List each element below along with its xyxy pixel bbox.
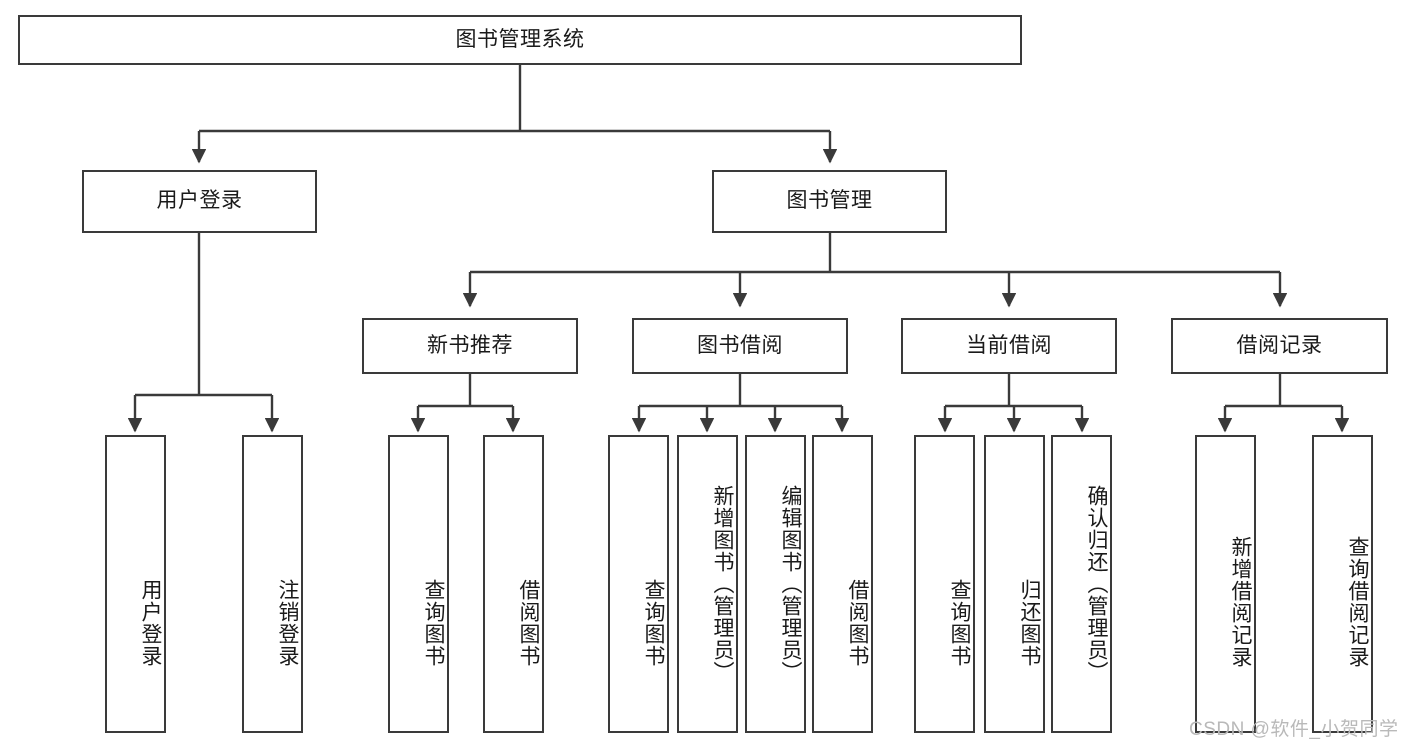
node-leaf-add-record-label: 新增借阅记录 (1229, 536, 1252, 668)
node-leaf-add-book[interactable]: 新增图书（管理员） (677, 435, 738, 733)
node-leaf-confirm-return[interactable]: 确认归还（管理员） (1051, 435, 1112, 733)
node-leaf-query-record[interactable]: 查询借阅记录 (1312, 435, 1373, 733)
node-leaf-edit-book-label: 编辑图书（管理员） (779, 485, 802, 683)
node-leaf-query-book-3-label: 查询图书 (948, 579, 971, 667)
node-leaf-borrow-book-1-label: 借阅图书 (517, 579, 540, 667)
node-leaf-query-record-label: 查询借阅记录 (1346, 536, 1369, 668)
node-new-book-recommend-label: 新书推荐 (427, 333, 513, 357)
node-current-borrow-label: 当前借阅 (966, 333, 1052, 357)
node-leaf-edit-book[interactable]: 编辑图书（管理员） (745, 435, 806, 733)
node-leaf-borrow-book-2-label: 借阅图书 (846, 579, 869, 667)
node-leaf-user-login-label: 用户登录 (139, 579, 162, 667)
node-borrow-record-label: 借阅记录 (1236, 333, 1323, 357)
node-leaf-query-book-2[interactable]: 查询图书 (608, 435, 669, 733)
node-root-label: 图书管理系统 (455, 27, 585, 51)
node-book-borrow[interactable]: 图书借阅 (632, 318, 848, 374)
node-leaf-user-login[interactable]: 用户登录 (105, 435, 166, 733)
node-current-borrow[interactable]: 当前借阅 (901, 318, 1117, 374)
node-root[interactable]: 图书管理系统 (18, 15, 1022, 65)
node-leaf-borrow-book-2[interactable]: 借阅图书 (812, 435, 873, 733)
node-leaf-return-book-label: 归还图书 (1018, 579, 1041, 667)
node-leaf-return-book[interactable]: 归还图书 (984, 435, 1045, 733)
node-leaf-query-book-3[interactable]: 查询图书 (914, 435, 975, 733)
node-user-login[interactable]: 用户登录 (82, 170, 317, 233)
node-leaf-borrow-book-1[interactable]: 借阅图书 (483, 435, 544, 733)
node-leaf-query-book-1[interactable]: 查询图书 (388, 435, 449, 733)
node-leaf-query-book-1-label: 查询图书 (422, 579, 445, 667)
node-book-borrow-label: 图书借阅 (697, 333, 783, 357)
node-borrow-record[interactable]: 借阅记录 (1171, 318, 1388, 374)
node-leaf-logout[interactable]: 注销登录 (242, 435, 303, 733)
node-leaf-confirm-return-label: 确认归还（管理员） (1085, 485, 1108, 683)
node-book-management-label: 图书管理 (786, 189, 873, 213)
csdn-watermark: CSDN @软件_小贺同学 (1189, 719, 1399, 740)
node-leaf-logout-label: 注销登录 (276, 579, 299, 667)
node-leaf-add-book-label: 新增图书（管理员） (711, 485, 734, 683)
node-leaf-add-record[interactable]: 新增借阅记录 (1195, 435, 1256, 733)
node-user-login-label: 用户登录 (156, 189, 243, 213)
node-leaf-query-book-2-label: 查询图书 (642, 579, 665, 667)
node-new-book-recommend[interactable]: 新书推荐 (362, 318, 578, 374)
node-book-management[interactable]: 图书管理 (712, 170, 947, 233)
